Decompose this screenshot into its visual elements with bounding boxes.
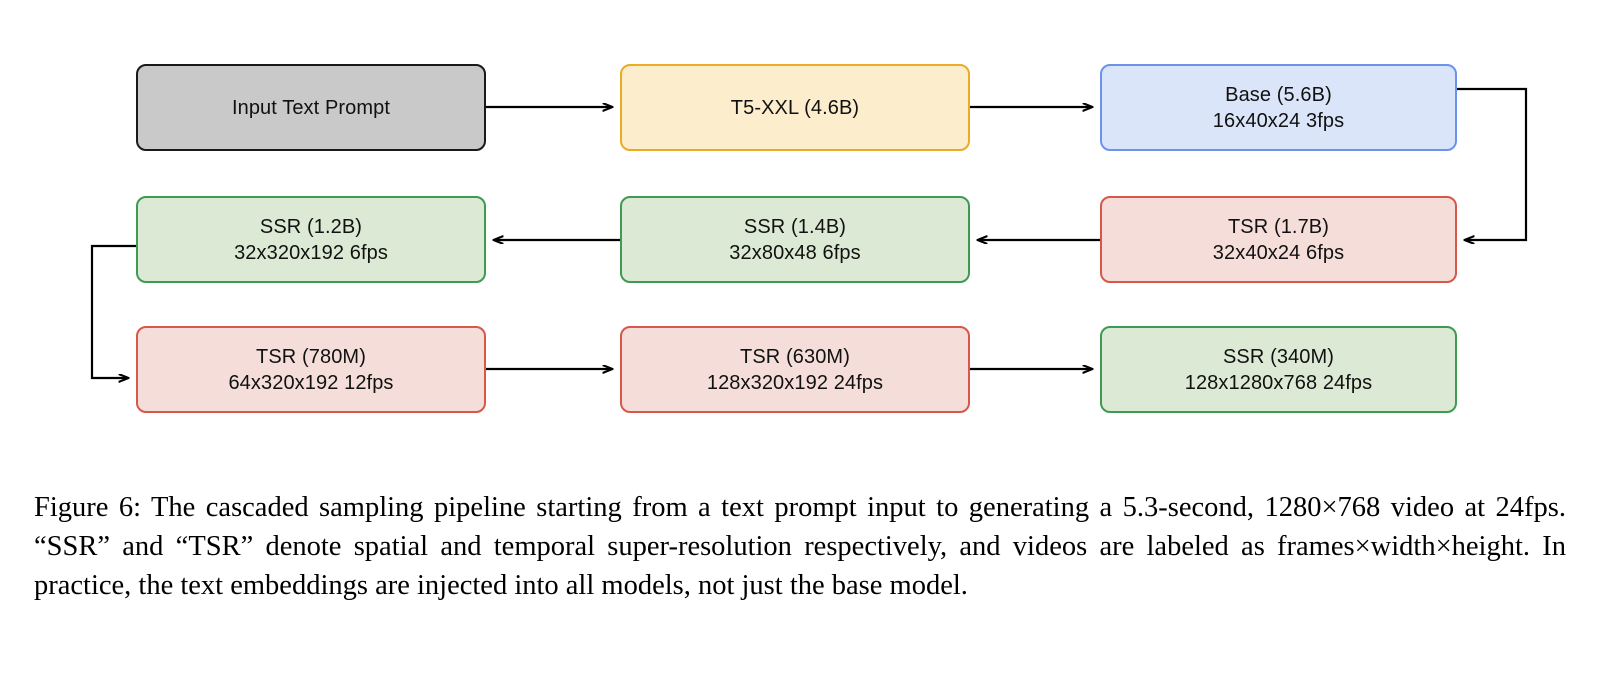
node-tsr-630m[interactable]: TSR (630M) 128x320x192 24fps [620, 326, 970, 413]
node-label-line2: 16x40x24 3fps [1212, 109, 1345, 132]
node-tsr-1-7b[interactable]: TSR (1.7B) 32x40x24 6fps [1100, 196, 1457, 283]
node-ssr-1-4b[interactable]: SSR (1.4B) 32x80x48 6fps [620, 196, 970, 283]
node-label-line1: SSR (1.4B) [743, 215, 847, 238]
node-ssr-340m[interactable]: SSR (340M) 128x1280x768 24fps [1100, 326, 1457, 413]
flow-connectors [90, 87, 1528, 470]
node-t5-xxl[interactable]: T5-XXL (4.6B) [620, 64, 970, 151]
node-label-line2: 32x80x48 6fps [729, 241, 861, 264]
node-label-line1: TSR (780M) [256, 345, 366, 368]
node-label-line1: Base (5.6B) [1225, 83, 1332, 106]
node-label-line1: TSR (1.7B) [1227, 215, 1330, 238]
node-base[interactable]: Base (5.6B) 16x40x24 3fps [1100, 64, 1457, 151]
node-label-line1: T5-XXL (4.6B) [730, 96, 860, 119]
figure-caption: Figure 6: The cascaded sampling pipeline… [34, 488, 1566, 605]
node-label-line2: 64x320x192 12fps [228, 371, 394, 394]
node-tsr-780m[interactable]: TSR (780M) 64x320x192 12fps [136, 326, 486, 413]
caption-label: Figure 6: [34, 492, 142, 523]
edge-ssr12-to-tsr780 [90, 244, 136, 378]
node-label-line2: 128x320x192 24fps [706, 371, 884, 394]
node-label-line1: TSR (630M) [740, 345, 850, 368]
node-ssr-1-2b[interactable]: SSR (1.2B) 32x320x192 6fps [136, 196, 486, 283]
node-label-line1: SSR (340M) [1222, 345, 1335, 368]
edge-base-to-tsr17 [1457, 87, 1528, 240]
node-label-line1: SSR (1.2B) [259, 215, 363, 238]
caption-text: The cascaded sampling pipeline starting … [34, 492, 1567, 601]
node-label-line2: 32x40x24 6fps [1212, 241, 1345, 264]
figure-diagram: Input Text Prompt T5-XXL (4.6B) Base (5.… [90, 64, 1528, 470]
node-label-line2: 32x320x192 6fps [234, 241, 388, 264]
node-label-line2: 128x1280x768 24fps [1184, 371, 1373, 394]
node-label-line1: Input Text Prompt [231, 96, 391, 119]
node-input-text-prompt[interactable]: Input Text Prompt [136, 64, 486, 151]
